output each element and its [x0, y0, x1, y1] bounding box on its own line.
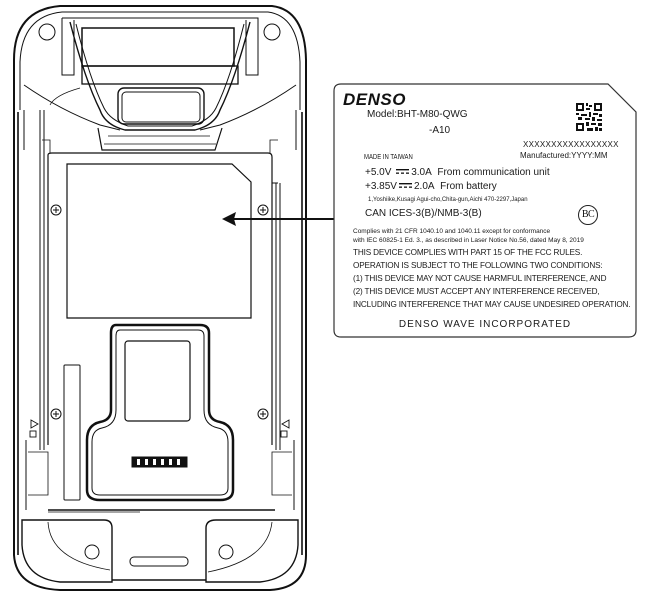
device-outer-shell — [13, 5, 307, 591]
device-rear-drawing — [13, 5, 307, 591]
ices-compliance: CAN ICES-3(B)/NMB-3(B) — [365, 208, 482, 219]
fcc-statement-line: (1) THIS DEVICE MAY NOT CAUSE HARMFUL IN… — [353, 274, 607, 283]
bottom-left-foot — [21, 519, 113, 583]
dc-current-icon — [396, 169, 410, 175]
fcc-statement-line: THIS DEVICE COMPLIES WITH PART 15 OF THE… — [353, 248, 583, 257]
lock-mark-icon-left — [29, 419, 39, 438]
bc-mark-icon: BC — [578, 205, 598, 225]
power-source: From communication unit — [437, 167, 550, 178]
current: 2.0A — [413, 181, 435, 192]
contact-pins-icon — [131, 456, 188, 468]
top-left-hole — [38, 23, 56, 41]
model-number: Model:BHT-M80-QWG — [367, 109, 468, 120]
power-rating-battery: +3.85V 2.0A From battery — [365, 182, 497, 192]
side-slot — [63, 364, 81, 501]
laser-compliance-line-1: Complies with 21 CFR 1040.10 and 1040.11… — [353, 228, 551, 235]
scanner-head — [61, 17, 259, 76]
brand-logo: DENSO — [343, 90, 406, 109]
screw-icon-bottom-left — [50, 408, 62, 420]
qr-code-icon — [576, 103, 602, 131]
docking-window — [124, 340, 191, 422]
pointer-arrow-icon — [222, 212, 337, 226]
fcc-statement-line: INCLUDING INTERFERENCE THAT MAY CAUSE UN… — [353, 300, 631, 309]
label-border — [333, 83, 637, 338]
scanner-window — [81, 27, 235, 67]
manufacturer-address: 1,Yoshiike,Kusagi Agui-cho,Chita-gun,Aic… — [368, 197, 528, 203]
bottom-port — [129, 556, 189, 567]
power-rating-communication-unit: +5.0V 3.0A From communication unit — [365, 168, 550, 178]
dc-current-icon — [398, 183, 412, 189]
company-name: DENSO WAVE INCORPORATED — [398, 319, 572, 330]
manufactured-date: Manufactured:YYYY:MM — [520, 151, 608, 160]
screw-icon-top-right — [257, 204, 269, 216]
power-source: From battery — [440, 181, 497, 192]
serial-number: XXXXXXXXXXXXXXXXX — [523, 140, 619, 149]
current: 3.0A — [411, 167, 432, 178]
product-label: DENSO Model:BHT-M80-QWG -A10 XXXXXXXXXXX… — [333, 83, 637, 338]
bottom-right-foot — [205, 519, 299, 583]
country-of-origin: MADE IN TAIWAN — [364, 154, 413, 161]
label-area — [66, 163, 252, 319]
docking-pad — [85, 323, 235, 502]
laser-compliance-line-2: with IEC 60825-1 Ed. 3., as described in… — [353, 237, 584, 244]
screw-icon-bottom-right — [257, 408, 269, 420]
trigger-window — [117, 87, 205, 125]
screw-icon-top-left — [50, 204, 62, 216]
battery-cover — [47, 152, 273, 445]
voltage: +3.85V — [365, 181, 397, 192]
lock-mark-icon-right — [280, 419, 290, 438]
fcc-statement-line: (2) THIS DEVICE MUST ACCEPT ANY INTERFER… — [353, 287, 600, 296]
fcc-statement-line: OPERATION IS SUBJECT TO THE FOLLOWING TW… — [353, 261, 603, 270]
voltage: +5.0V — [365, 167, 392, 178]
top-right-hole — [263, 23, 281, 41]
model-suffix: -A10 — [429, 125, 451, 136]
